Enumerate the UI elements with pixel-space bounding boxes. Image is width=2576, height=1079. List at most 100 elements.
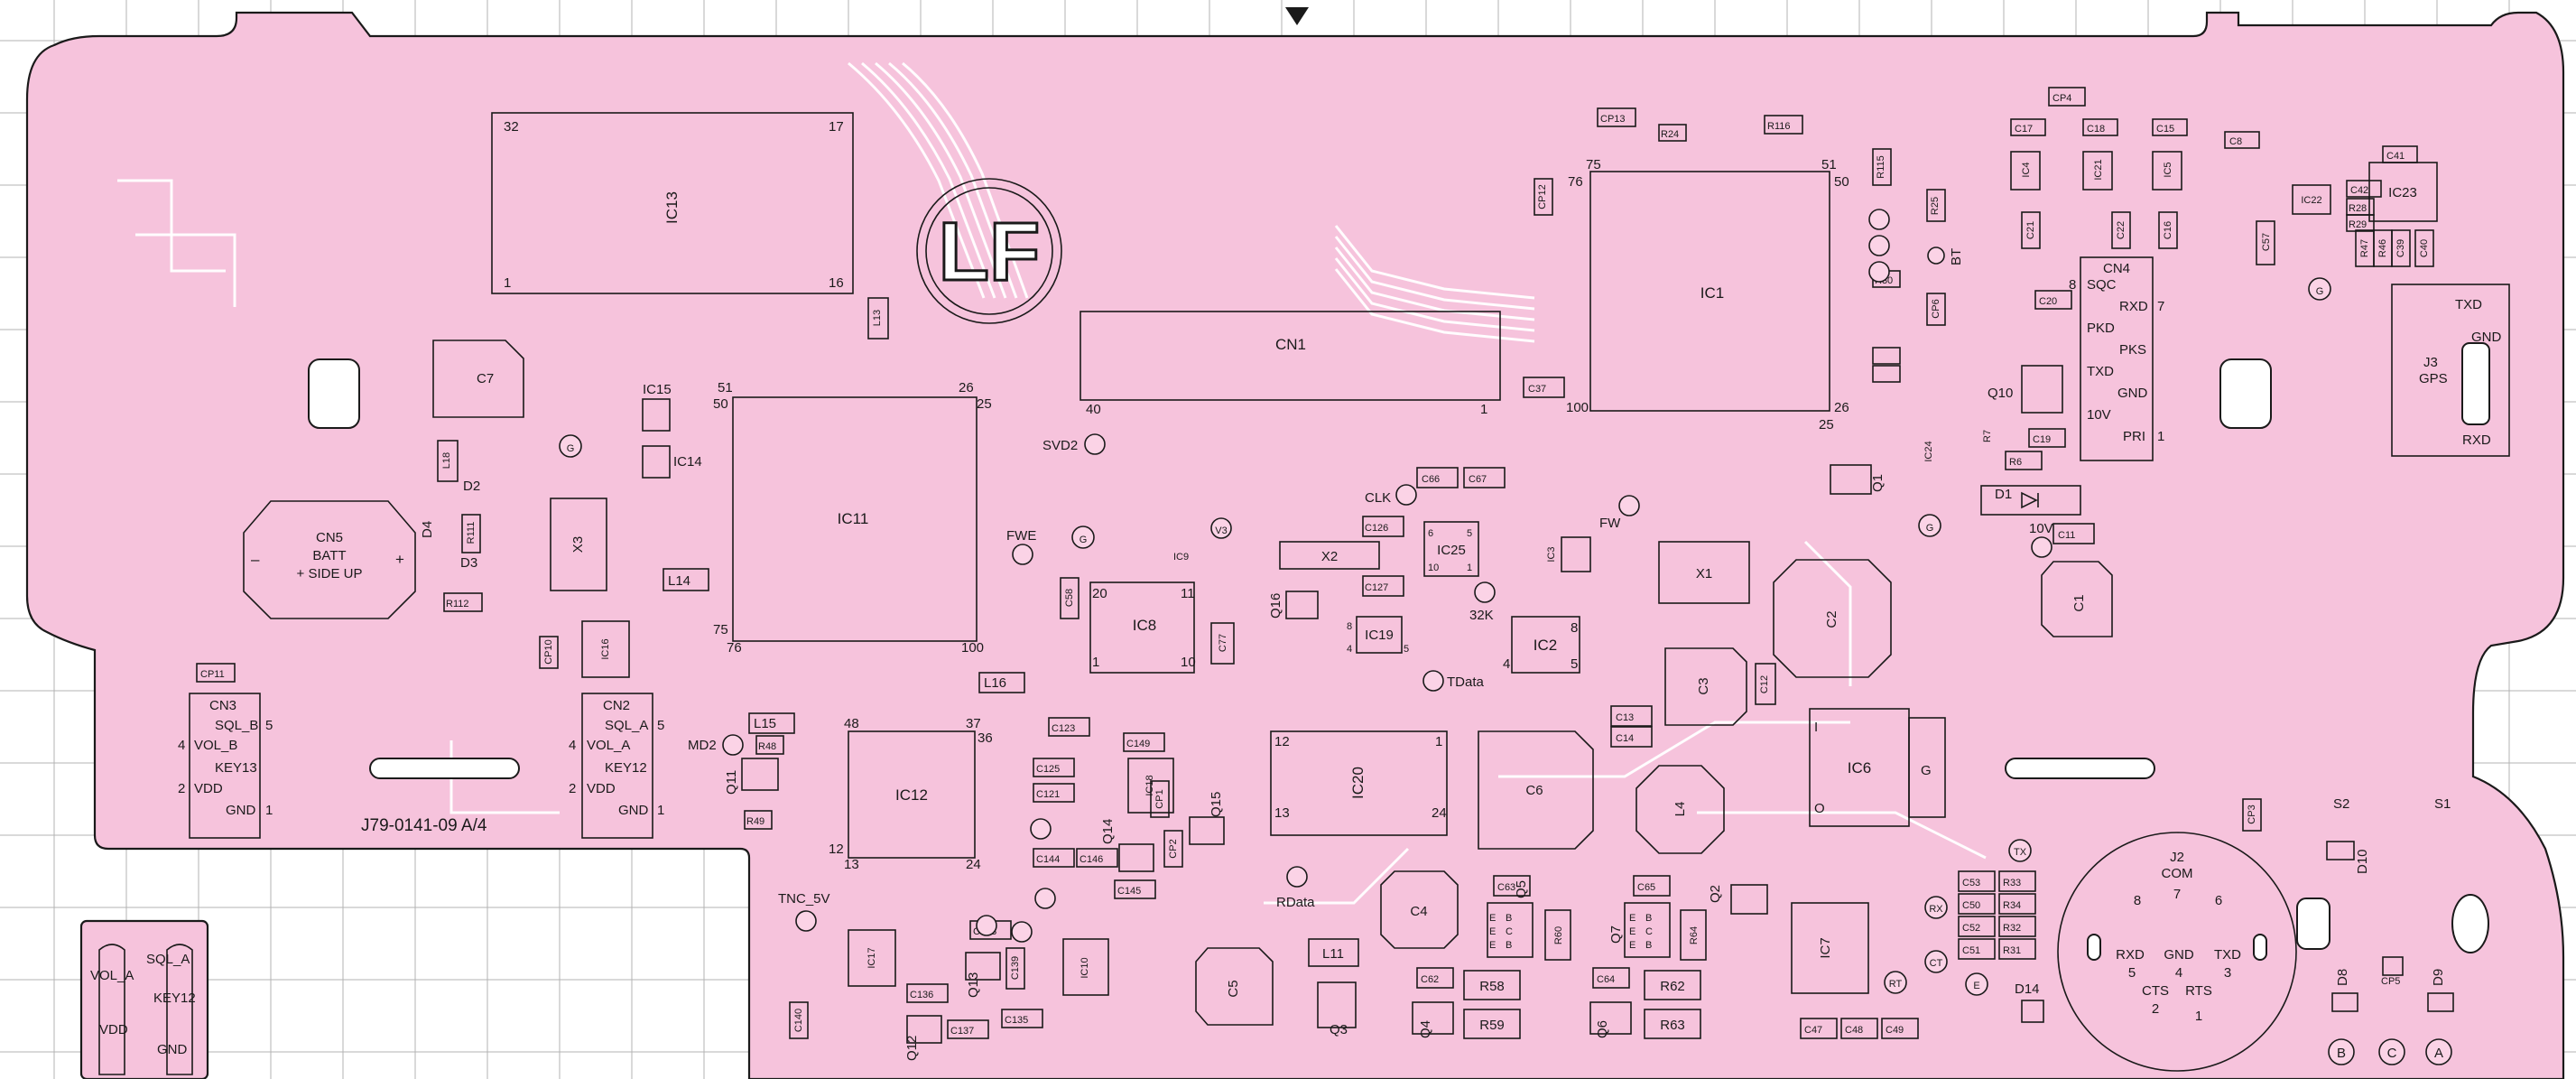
ic6-pin-g: G <box>1921 763 1932 778</box>
c5-label: C5 <box>1226 980 1241 997</box>
ic23-label: IC23 <box>2388 185 2417 200</box>
cp11-label: CP13 <box>1600 114 1626 125</box>
tp-tnc-5v: TNC_5V <box>778 891 830 907</box>
ic24-label: IC24 <box>1923 441 1934 461</box>
ic24-chip: IC24 <box>1923 441 1934 461</box>
cn3-num-2: 2 <box>178 781 185 796</box>
ic5-label: IC5 <box>2163 162 2173 177</box>
r7-label: R7 <box>1982 430 1993 442</box>
ic1-pin-26: 26 <box>1834 400 1849 415</box>
q7-label: Q7 <box>1608 926 1624 944</box>
ic1-pin-51: 51 <box>1821 157 1837 172</box>
tp-g-4: G <box>2316 286 2324 297</box>
q5-pin-e3: E <box>1489 940 1496 951</box>
ic8-chip: IC8 20 11 1 10 <box>1089 581 1196 674</box>
component-d8: D8 <box>2331 969 2358 1012</box>
cn4-pin-pks: PKS <box>2119 342 2146 358</box>
x1-label: X1 <box>1696 566 1712 581</box>
c39-label: C39 <box>2395 239 2406 257</box>
ic20-label: IC20 <box>1349 767 1367 799</box>
sub-pin-key12: KEY12 <box>153 991 196 1006</box>
component-q16: Q16 <box>1268 591 1319 619</box>
component-r58: R58 <box>1463 970 1521 1000</box>
q16-label: Q16 <box>1268 593 1283 619</box>
ic16-label: IC16 <box>600 638 611 659</box>
j2-label: J2 <box>2170 850 2184 865</box>
ic13-pin-1: 1 <box>504 275 511 291</box>
ic6-label: IC6 <box>1848 759 1871 777</box>
tp-32k: 32K <box>1469 608 1494 623</box>
component-q6: Q6 <box>1589 1001 1632 1038</box>
component-c3: C3 <box>1664 647 1747 726</box>
ic17-label: IC17 <box>866 947 877 968</box>
ic9-label: IC9 <box>1173 552 1189 563</box>
cn1-label: CN1 <box>1275 336 1306 353</box>
cn2-num-5: 5 <box>657 718 664 733</box>
cn2-connector: CN2 SQL_A VOL_A KEY12 VDD GND 5 4 2 1 <box>569 693 664 839</box>
c15-label: C15 <box>2156 124 2174 135</box>
cn5-battery-connector: CN5 BATT + SIDE UP – + <box>243 500 416 619</box>
c125-label: C125 <box>1036 764 1060 775</box>
ic11-pin-25: 25 <box>977 396 992 412</box>
cn4-num-8: 8 <box>2069 277 2076 293</box>
component-c5: C5 <box>1195 947 1274 1026</box>
c51-label: C51 <box>1962 945 1980 956</box>
ic20-pin-12: 12 <box>1274 734 1290 749</box>
tp-clk: CLK <box>1365 490 1391 506</box>
component-q7: Q7 E E E B C B <box>1608 902 1671 958</box>
x3-label: X3 <box>570 536 586 553</box>
c17-label: C17 <box>2015 124 2033 135</box>
ic25-label: IC25 <box>1437 543 1466 558</box>
c3-label: C3 <box>1696 677 1711 694</box>
ic11-pin-75: 75 <box>713 622 728 637</box>
r116-label: R112 <box>446 599 468 609</box>
c50-label: C50 <box>1962 900 1980 911</box>
j3-pin-rxd: RXD <box>2462 433 2491 448</box>
component-q5: Q5 E E E B C B <box>1487 880 1534 958</box>
c64-label: C64 <box>1597 974 1615 985</box>
cn5-plus: + <box>395 551 404 568</box>
component-q12: Q12 <box>904 1015 942 1061</box>
r48-label: R46 <box>2377 239 2388 257</box>
c121-label: C121 <box>1036 789 1060 800</box>
component-q11: Q11 <box>724 758 779 795</box>
q5-label: Q5 <box>1514 880 1529 898</box>
c144-label: C144 <box>1036 854 1060 865</box>
r6-label: R6 <box>2009 457 2022 468</box>
corner-b: B <box>2337 1046 2346 1061</box>
j2-pin-cts: CTS <box>2142 983 2169 999</box>
r60-label: R60 <box>1553 926 1564 944</box>
tp-fwe: FWE <box>1006 528 1036 544</box>
ic13-pin-17: 17 <box>829 119 844 135</box>
small-parts: L14 L15 L16 L18 L13 C11 C12 C13 C14 C37 … <box>437 118 2434 1039</box>
c8-label: C8 <box>2229 136 2242 147</box>
q5-pin-e1: E <box>1489 913 1496 924</box>
r112-label: R48 <box>758 741 776 752</box>
ic25-pin-10: 10 <box>1428 563 1439 573</box>
l13-label: L13 <box>872 310 883 326</box>
sub-board-outline <box>79 919 209 1079</box>
cn3-connector: CN3 SQL_B VOL_B KEY13 VDD GND 5 4 2 1 <box>178 693 273 839</box>
ic9-chip: IC9 <box>1173 552 1189 563</box>
r47-label: R29 <box>2349 219 2367 230</box>
q13-label: Q13 <box>966 972 981 998</box>
c135-label: C135 <box>1005 1015 1028 1026</box>
r34-label: R34 <box>2003 900 2021 911</box>
q11-label: Q11 <box>724 770 739 795</box>
ic11-label: IC11 <box>838 510 869 527</box>
component-q1: Q1 <box>1830 464 1886 495</box>
cn4-connector: CN4 SQC RXD PKD PKS TXD GND 10V PRI 8 7 … <box>2069 256 2164 461</box>
ic19-chip: IC19 8 4 5 <box>1347 616 1409 655</box>
r30-label: R25 <box>1930 197 1941 215</box>
cp-parts: CP3 CP4 CP5 CP6 CP10 CP11 CP12 CP13 R116… <box>196 87 2404 987</box>
component-l4: L4 <box>1635 765 1725 854</box>
j3-gps-connector: J3 GPS TXD GND RXD <box>2391 284 2510 457</box>
ic25-pin-6: 6 <box>1428 528 1433 539</box>
q2-label: Q2 <box>1708 885 1723 903</box>
r58-label: R58 <box>1479 979 1505 994</box>
c127-label: C127 <box>1365 582 1388 593</box>
ic6-pin-i: I <box>1814 720 1818 735</box>
j2-pin-gnd: GND <box>2164 947 2194 963</box>
c148-label: CP2 <box>1168 839 1179 858</box>
switch-s1: S1 <box>2434 796 2451 812</box>
